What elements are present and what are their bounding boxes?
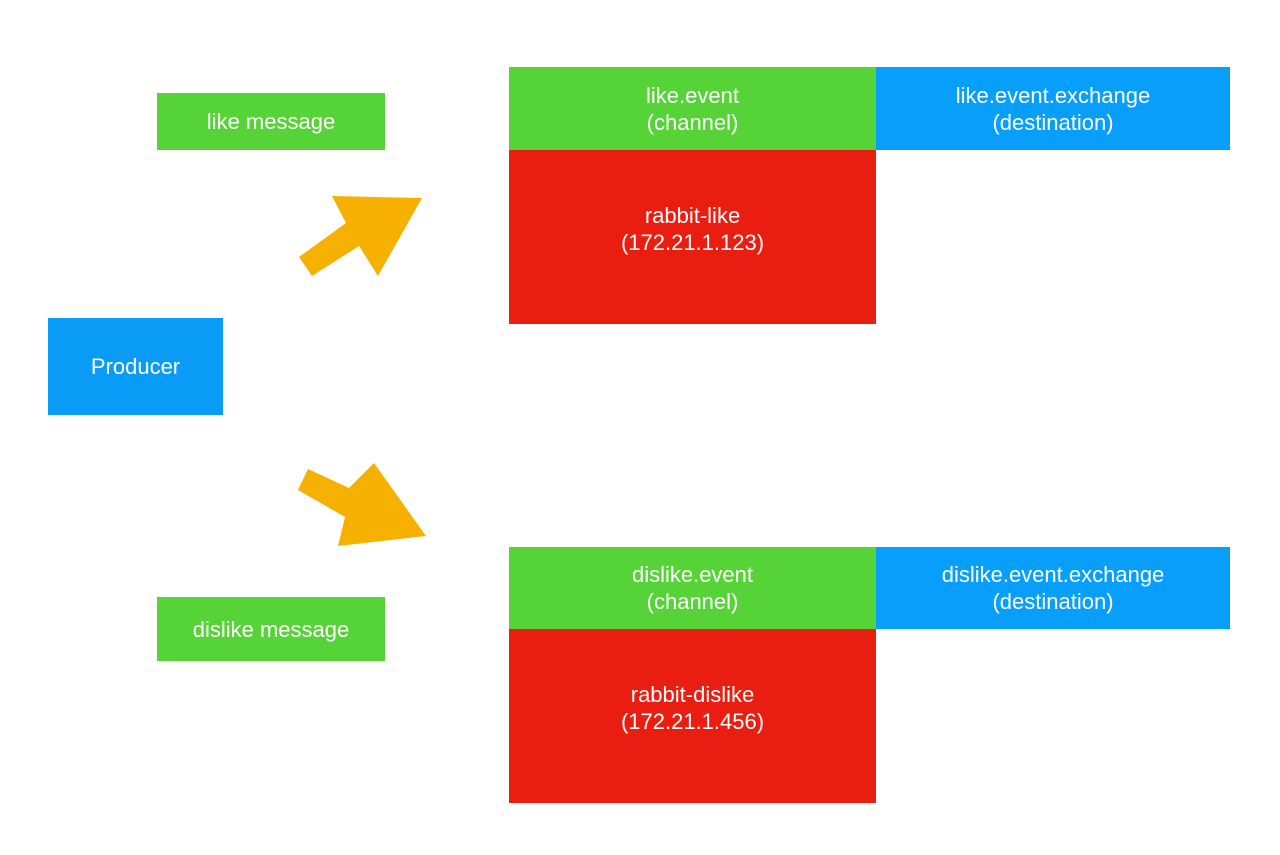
like-channel-name: like.event bbox=[646, 82, 739, 108]
dislike-channel-type: (channel) bbox=[646, 589, 739, 614]
dislike-broker-ip: (172.21.1.456) bbox=[620, 709, 765, 734]
like-destination-name: like.event.exchange bbox=[955, 82, 1151, 108]
dislike-message-label: dislike message bbox=[192, 616, 350, 642]
like-message-box: like message bbox=[157, 93, 385, 150]
dislike-channel-name: dislike.event bbox=[631, 562, 754, 587]
dislike-arrow-icon bbox=[298, 463, 426, 546]
dislike-message-box: dislike message bbox=[157, 597, 385, 661]
dislike-broker-name: rabbit-dislike bbox=[630, 682, 755, 707]
dislike-destination-box: dislike.event.exchange (destination) bbox=[876, 547, 1230, 629]
producer-box: Producer bbox=[48, 318, 223, 415]
like-broker-box: rabbit-like (172.21.1.123) bbox=[509, 150, 876, 324]
like-channel-box: like.event (channel) bbox=[509, 67, 876, 150]
like-arrow-icon bbox=[299, 196, 422, 276]
like-destination-box: like.event.exchange (destination) bbox=[876, 67, 1230, 150]
dislike-destination-name: dislike.event.exchange bbox=[941, 562, 1165, 587]
dislike-broker-box: rabbit-dislike (172.21.1.456) bbox=[509, 629, 876, 803]
like-channel-type: (channel) bbox=[646, 109, 739, 135]
like-broker-name: rabbit-like bbox=[644, 203, 741, 228]
like-message-label: like message bbox=[206, 109, 336, 134]
like-destination-type: (destination) bbox=[992, 109, 1114, 135]
producer-label: Producer bbox=[90, 354, 181, 379]
dislike-destination-type: (destination) bbox=[992, 589, 1114, 614]
dislike-channel-box: dislike.event (channel) bbox=[509, 547, 876, 629]
like-broker-ip: (172.21.1.123) bbox=[620, 230, 765, 255]
